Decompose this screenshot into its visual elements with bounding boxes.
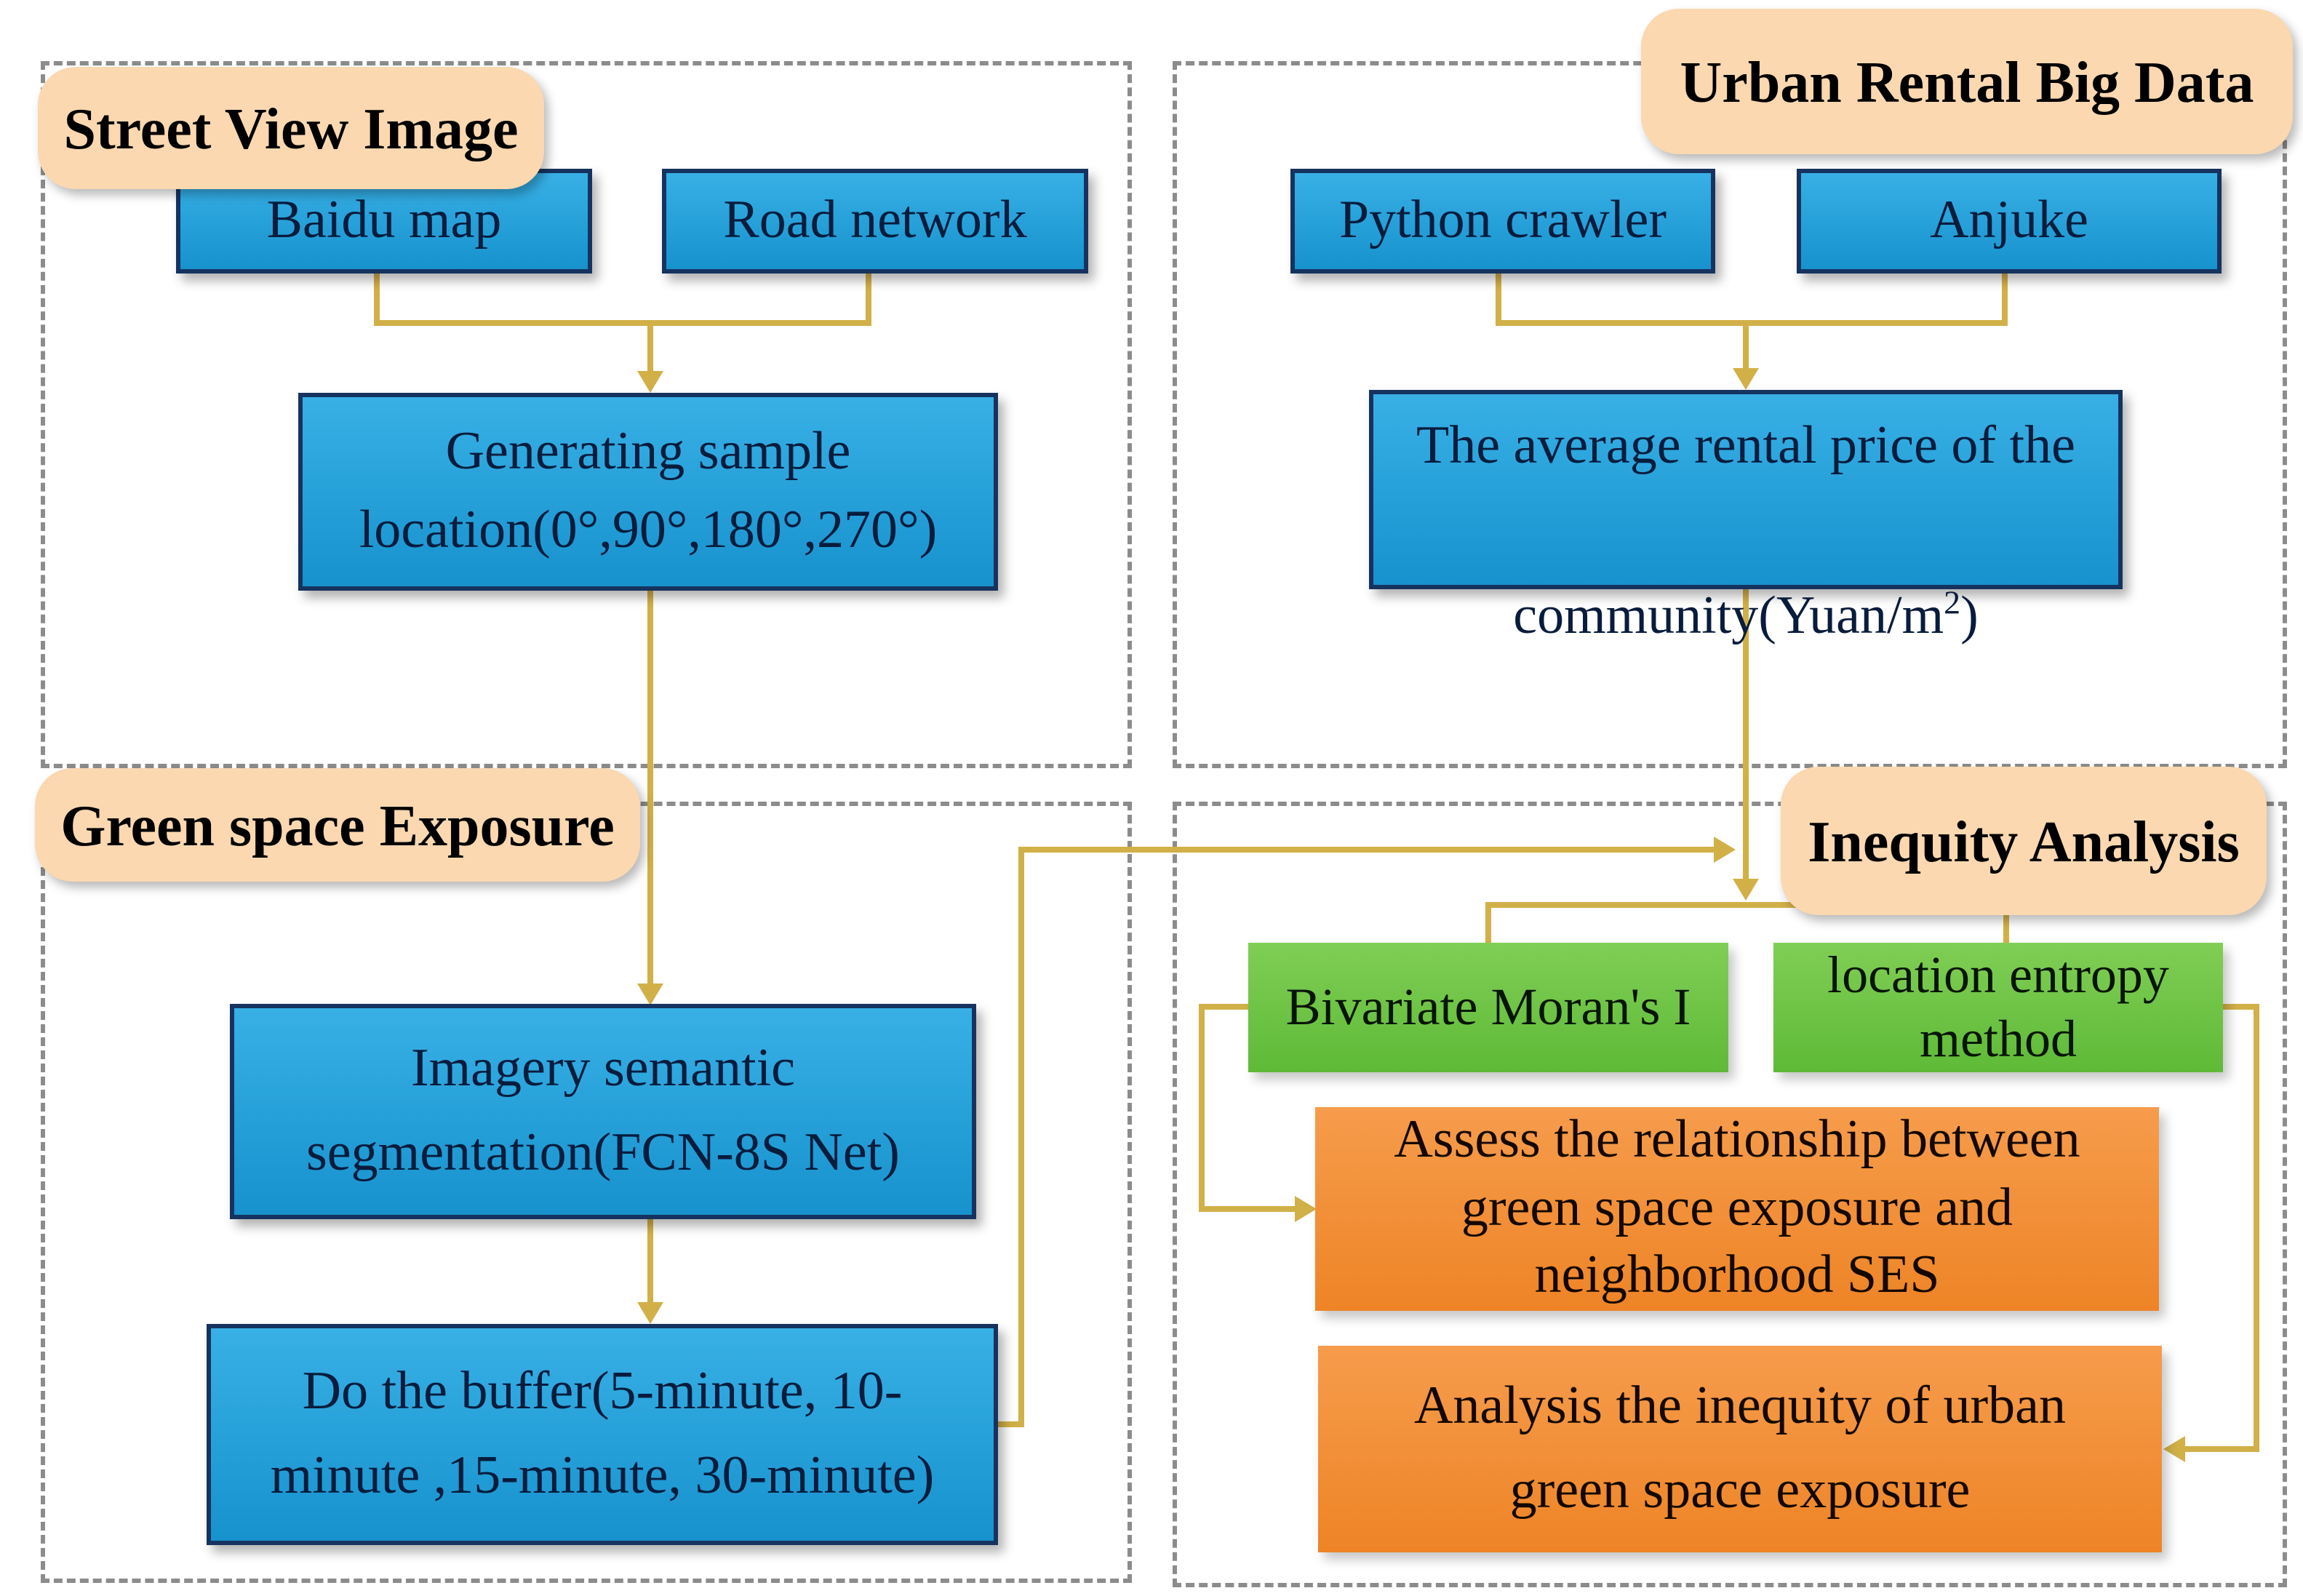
arrow-into-imagery <box>637 983 663 1005</box>
node-assess-relationship: Assess the relationship between green sp… <box>1315 1107 2159 1311</box>
connector-buffer-across-line <box>1018 847 1714 853</box>
node-rental-price: The average rental price of the communit… <box>1369 390 2123 646</box>
node-bivariate-moran: Bivariate Moran's I <box>1248 943 1728 1072</box>
connector-rental-merge-line <box>1496 320 2008 326</box>
connector-baidu-drop-line <box>374 265 380 323</box>
connector-rental-center-line <box>1743 323 1749 371</box>
arrow-buffer-into-inequity <box>1714 837 1736 863</box>
node-python-crawler: Python crawler <box>1290 169 1715 274</box>
connector-buffer-exit-line <box>989 1421 1024 1427</box>
connector-split-right-drop-line <box>2003 902 2009 946</box>
connector-entropy-down-line <box>2254 1004 2259 1452</box>
arrow-into-assess <box>1295 1196 1317 1222</box>
arrow-into-rental <box>1733 368 1759 390</box>
quadrant-inequity-frame <box>1173 802 2287 1587</box>
section-label-street-view: Street View Image <box>38 67 544 189</box>
node-road-network: Road network <box>662 169 1088 274</box>
connector-python-drop-line <box>1496 265 1501 326</box>
node-anjuke: Anjuke <box>1797 169 2222 274</box>
connector-entropy-exit-line <box>2217 1004 2259 1010</box>
connector-road-drop-line <box>866 265 871 323</box>
connector-street-merge-line <box>374 320 871 326</box>
arrow-into-analysis <box>2163 1436 2185 1462</box>
connector-rental-down-line <box>1743 580 1749 883</box>
section-label-urban-rental: Urban Rental Big Data <box>1641 9 2293 154</box>
connector-generating-to-imagery-line <box>647 582 653 985</box>
section-label-inequity: Inequity Analysis <box>1781 767 2267 915</box>
arrow-into-generating <box>637 371 663 393</box>
connector-buffer-up-line <box>1018 847 1024 1427</box>
rental-price-superscript: 2 <box>1944 584 1961 621</box>
node-location-entropy: location entropy method <box>1773 943 2223 1072</box>
connector-entropy-across-line <box>2184 1446 2259 1452</box>
rental-price-line2: community(Yuan/m <box>1513 586 1944 646</box>
connector-moran-down-line <box>1199 1004 1205 1212</box>
node-buffer: Do the buffer(5-minute, 10- minute ,15-m… <box>207 1324 998 1545</box>
rental-price-line1: The average rental price of the <box>1416 416 2075 476</box>
node-analysis-inequity: Analysis the inequity of urban green spa… <box>1318 1346 2162 1552</box>
connector-split-bar-line <box>1485 902 2009 908</box>
quadrant-street-view-frame <box>41 61 1132 768</box>
section-label-green-space: Green space Exposure <box>35 768 640 882</box>
connector-street-center-line <box>647 320 653 375</box>
arrow-into-buffer <box>637 1302 663 1324</box>
node-imagery-segmentation: Imagery semantic segmentation(FCN-8S Net… <box>230 1004 976 1219</box>
arrow-into-split <box>1733 879 1759 901</box>
connector-moran-across-line <box>1199 1206 1295 1212</box>
rental-price-line2-close: ) <box>1960 586 1979 646</box>
connector-imagery-to-buffer-line <box>647 1210 653 1302</box>
connector-split-left-drop-line <box>1485 902 1491 946</box>
node-generating-sample: Generating sample location(0°,90°,180°,2… <box>298 393 998 591</box>
connector-anjuke-drop-line <box>2002 265 2008 326</box>
connector-moran-exit-line <box>1202 1004 1251 1010</box>
